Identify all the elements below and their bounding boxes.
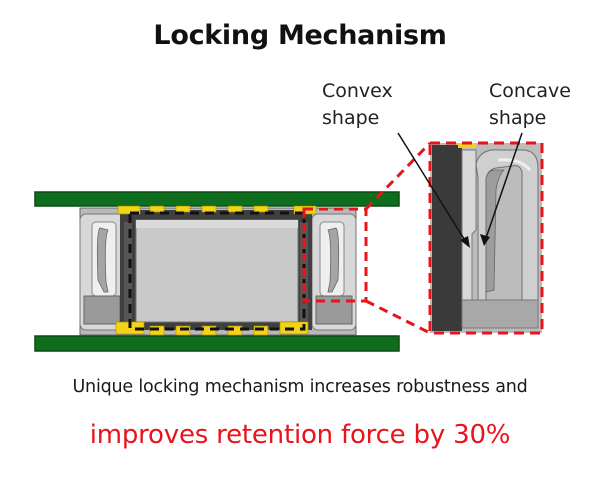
plug-body (135, 219, 299, 323)
connector-cross-section (34, 191, 400, 352)
label-arrows (397, 132, 523, 248)
top-pcb (34, 191, 400, 207)
zoom-dashed-box (428, 141, 544, 335)
zoomed-detail (428, 141, 544, 335)
diagram-title: Locking Mechanism (153, 20, 447, 51)
locking-area-marker (302, 207, 368, 303)
caption-text: Unique locking mechanism increases robus… (72, 377, 528, 397)
highlight-text: improves retention force by 30% (89, 420, 511, 450)
concave-arrow (485, 132, 523, 239)
convex-shape-label: Convex shape (322, 78, 393, 132)
convex-label-line2: shape (322, 107, 380, 129)
concave-label-line1: Concave (489, 80, 571, 102)
bottom-pcb (34, 335, 400, 352)
convex-label-line1: Convex (322, 80, 393, 102)
concave-shape-label: Concave shape (489, 78, 571, 132)
zoom-line-bottom (365, 299, 431, 335)
convex-arrow (397, 132, 467, 243)
zoom-line-top (364, 141, 432, 211)
concave-label-line2: shape (489, 107, 547, 129)
